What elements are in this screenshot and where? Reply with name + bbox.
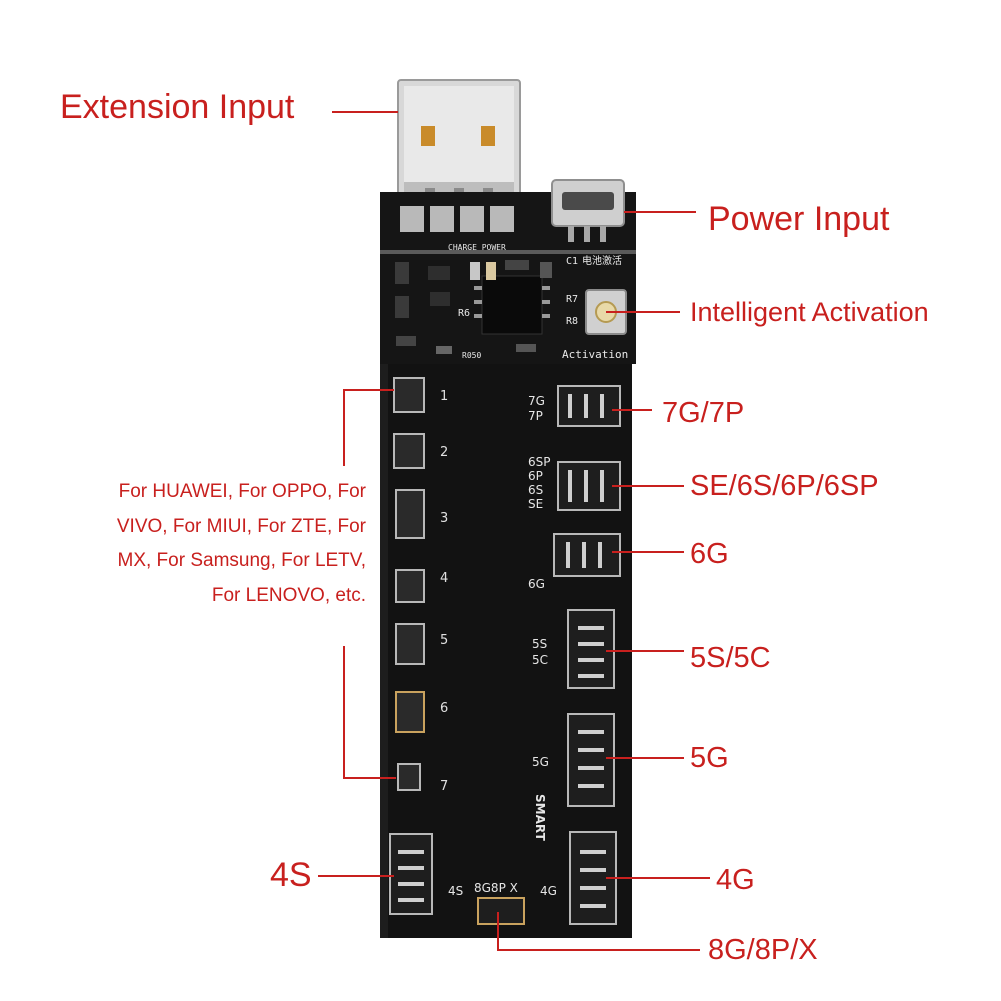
pcb-label-5s: 5S	[532, 637, 547, 651]
note-line: MX, For Samsung, For LETV,	[117, 550, 367, 571]
pcb-c1: C1	[566, 256, 578, 267]
callout-power-input: Power Input	[708, 200, 890, 238]
callout-5s-5c: 5S/5C	[690, 642, 771, 674]
micro-usb-port	[551, 179, 625, 242]
pcb-number-6: 6	[440, 701, 448, 716]
pcb-label-6s: 6S	[528, 483, 543, 497]
pcb-r050: R050	[462, 351, 481, 360]
pcb-r6: R6	[458, 308, 470, 319]
pcb-label-6p: 6P	[528, 469, 543, 483]
callout-se-6s-6p-6sp: SE/6S/6P/6SP	[690, 470, 879, 502]
leader-lines	[318, 111, 710, 951]
pcb-charge-power: CHARGE POWER	[448, 243, 506, 252]
pcb-smart: SMART	[533, 794, 547, 842]
pcb-label-7g: 7G	[528, 394, 545, 408]
callout-6g: 6G	[690, 538, 729, 570]
note-line: VIVO, For MIUI, For ZTE, For	[116, 515, 366, 537]
pcb-label-4g: 4G	[540, 884, 557, 898]
pcb-number-1: 1	[440, 389, 448, 404]
pcb-label-5c: 5C	[532, 653, 548, 667]
note-line: For HUAWEI, For OPPO, For	[118, 481, 366, 502]
pcb-label-8g8p: 8G8P X	[474, 881, 518, 895]
pcb-label-5g: 5G	[532, 755, 549, 769]
android-compatibility-note: For HUAWEI, For OPPO, For VIVO, For MIUI…	[66, 475, 366, 613]
callout-7g-7p: 7G/7P	[662, 397, 745, 429]
pcb-number-4: 4	[440, 571, 448, 586]
callout-5g: 5G	[690, 742, 729, 774]
pcb-r7: R7	[566, 294, 578, 305]
note-line: For LENOVO, etc.	[211, 584, 366, 606]
android-connectors	[393, 377, 425, 791]
callout-extension-input: Extension Input	[60, 88, 295, 126]
callout-intelligent-activation: Intelligent Activation	[690, 297, 929, 327]
callout-4s: 4S	[270, 856, 312, 894]
pcb-label-se: SE	[528, 497, 543, 511]
callout-8g-8p-x: 8G/8P/X	[708, 934, 818, 966]
pcb-r8: R8	[566, 316, 578, 327]
pcb-number-3: 3	[440, 511, 448, 526]
pcb-number-5: 5	[440, 633, 448, 648]
callout-4g: 4G	[716, 864, 755, 896]
pcb-label-4s: 4S	[448, 884, 463, 898]
pcb-label-6g: 6G	[528, 577, 545, 591]
pcb-label-6sp: 6SP	[528, 455, 551, 469]
pcb-label-7p: 7P	[528, 409, 543, 423]
pcb-activation: Activation	[562, 348, 628, 361]
pcb-number-7: 7	[440, 779, 448, 794]
pcb-activation-cn: 电池激活	[582, 254, 622, 267]
pcb-number-2: 2	[440, 445, 448, 460]
connector-8g	[477, 897, 525, 925]
